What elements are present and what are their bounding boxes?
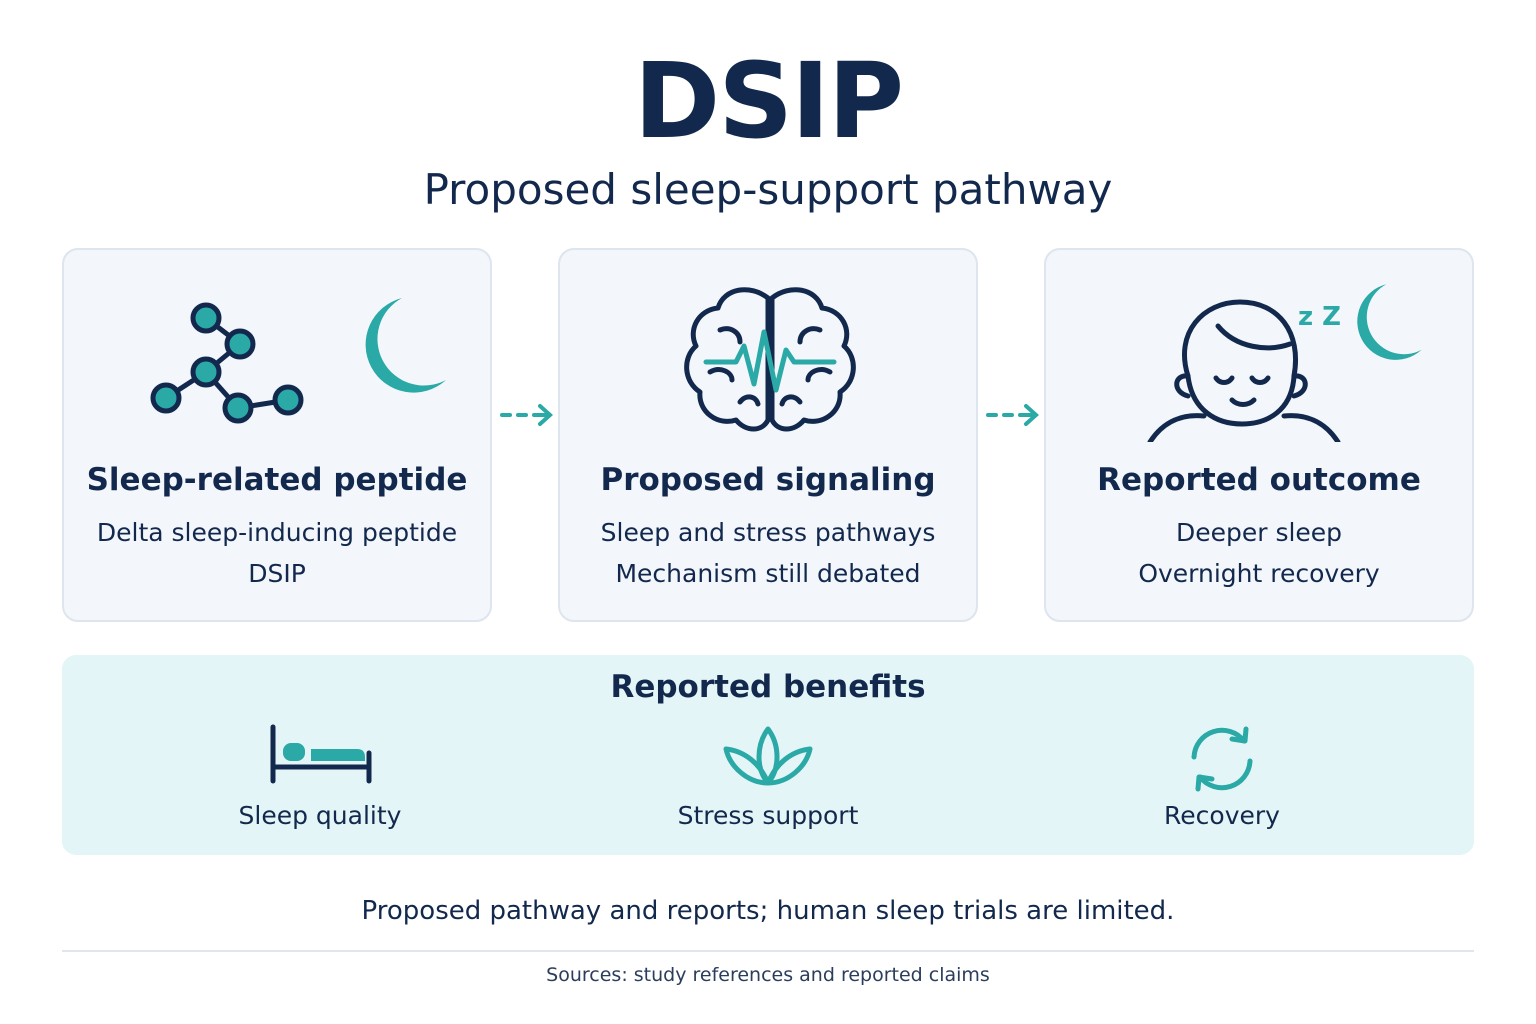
moon-icon <box>1357 284 1422 360</box>
card-reported-outcome: z Z Reported outcome Deeper sleep Overni… <box>1044 248 1474 622</box>
benefit-sleep-quality: Sleep quality <box>190 723 450 843</box>
benefit-stress-support: Stress support <box>638 723 898 843</box>
card-line: Delta sleep-inducing peptide <box>96 518 458 547</box>
refresh-icon <box>1191 726 1253 792</box>
card-line: DSIP <box>248 559 306 588</box>
sleeping-face-icon <box>1147 299 1341 442</box>
page-title: DSIP <box>633 40 904 162</box>
card-line: Overnight recovery <box>1138 559 1380 588</box>
card-proposed-signaling: Proposed signaling Sleep and stress path… <box>558 248 978 622</box>
card-line: Mechanism still debated <box>615 559 921 588</box>
benefits-panel: Reported benefits Sleep quality Stress s… <box>62 655 1474 855</box>
benefit-label: Stress support <box>677 801 859 830</box>
sources-line: Sources: study references and reported c… <box>546 964 990 986</box>
card-title: Sleep-related peptide <box>86 462 468 498</box>
divider <box>62 950 1474 952</box>
lotus-icon <box>723 726 813 786</box>
benefits-title: Reported benefits <box>610 669 926 705</box>
card-line: Sleep and stress pathways <box>600 518 936 547</box>
bed-icon <box>270 724 372 784</box>
disclaimer-note: Proposed pathway and reports; human slee… <box>361 896 1175 926</box>
dashed-arrow-icon <box>500 404 553 426</box>
zz-text: z Z <box>1298 302 1342 332</box>
card-line: Deeper sleep <box>1175 518 1343 547</box>
brain-wave-icon <box>684 287 856 432</box>
card-title: Reported outcome <box>1097 462 1421 498</box>
moon-icon <box>365 298 446 393</box>
benefit-label: Sleep quality <box>238 801 402 830</box>
card-sleep-peptide: Sleep-related peptide Delta sleep-induci… <box>62 248 492 622</box>
benefit-recovery: Recovery <box>1092 723 1352 843</box>
dashed-arrow-icon <box>986 404 1039 426</box>
molecule-icon <box>150 302 304 424</box>
benefit-label: Recovery <box>1164 801 1280 830</box>
card-title: Proposed signaling <box>600 462 936 498</box>
page-subtitle: Proposed sleep-support pathway <box>423 165 1113 214</box>
